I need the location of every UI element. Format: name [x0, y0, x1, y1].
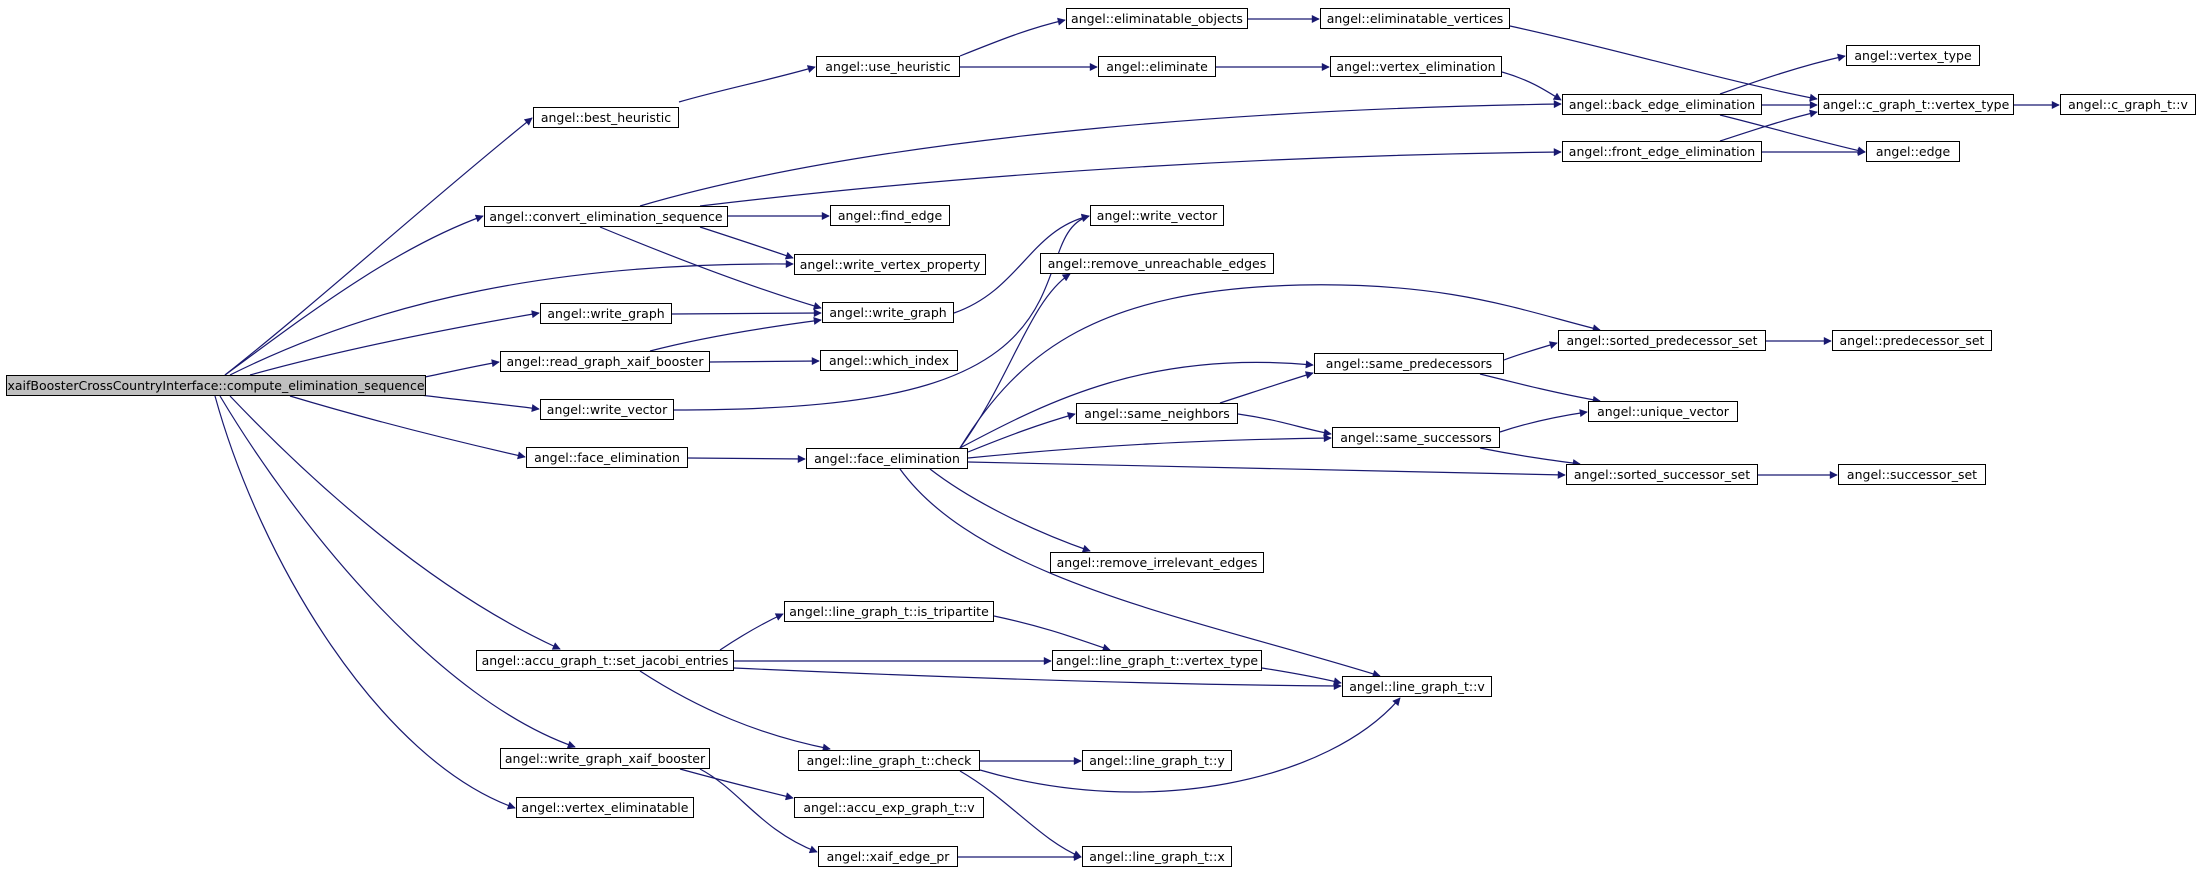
node-same-predecessors[interactable]: angel::same_predecessors	[1314, 353, 1504, 374]
node-eliminate[interactable]: angel::eliminate	[1098, 56, 1216, 77]
node-vertex-type[interactable]: angel::vertex_type	[1846, 45, 1980, 66]
edge-face-mid-sorted-successor	[967, 461, 1566, 479]
node-convert-elimination-sequence[interactable]: angel::convert_elimination_sequence	[484, 206, 728, 227]
node-face-elimination-left[interactable]: angel::face_elimination	[526, 447, 688, 468]
node-write-graph-mid[interactable]: angel::write_graph	[822, 302, 954, 323]
edge-face-mid-sorted-pred	[959, 284, 1601, 449]
node-back-edge-elimination[interactable]: angel::back_edge_elimination	[1562, 94, 1762, 115]
edge-root-face-elim-left	[289, 395, 526, 460]
node-write-graph-left[interactable]: angel::write_graph	[540, 303, 672, 324]
edge-root-write-vector-left	[419, 394, 540, 413]
edge-convert-back-edge	[639, 100, 1562, 207]
edge-back-edge-vertex-type	[1719, 53, 1846, 95]
node-eliminatable-vertices[interactable]: angel::eliminatable_vertices	[1320, 8, 1510, 29]
node-best-heuristic[interactable]: angel::best_heuristic	[533, 107, 679, 128]
edge-convert-write-graph-mid	[599, 226, 822, 310]
edge-write-graph-xaif-xaif-edge	[699, 768, 818, 854]
node-vertex-elimination[interactable]: angel::vertex_elimination	[1330, 56, 1502, 77]
node-line-graph-check[interactable]: angel::line_graph_t::check	[798, 750, 980, 771]
edge-convert-write-vertex-property	[699, 226, 794, 260]
edge-convert-front-edge	[699, 148, 1562, 207]
node-xaif-edge-pr[interactable]: angel::xaif_edge_pr	[818, 846, 958, 867]
edge-face-mid-same-neighbors	[967, 412, 1076, 453]
edge-read-graph-write-graph-mid	[649, 316, 822, 352]
edge-root-convert	[224, 214, 484, 376]
edge-front-edge-cgraph-vt	[1719, 109, 1818, 142]
edge-same-successors-sorted-successor	[1479, 447, 1581, 468]
edge-face-mid-line-graph-v	[899, 468, 1381, 678]
edge-is-tripartite-line-vertex-type	[993, 615, 1111, 652]
edge-set-jacobi-line-v	[733, 667, 1342, 690]
edge-write-vector-left-write-vector-top	[673, 214, 1090, 411]
node-unique-vector[interactable]: angel::unique_vector	[1588, 401, 1738, 422]
node-predecessor-set[interactable]: angel::predecessor_set	[1832, 330, 1992, 351]
node-root[interactable]: xaifBoosterCrossCountryInterface::comput…	[6, 375, 426, 396]
node-line-graph-y[interactable]: angel::line_graph_t::y	[1082, 750, 1232, 771]
edge-write-graph-xaif-accu-exp	[679, 768, 794, 801]
edge-root-set-jacobi	[229, 395, 561, 650]
edge-same-pred-unique-vector	[1479, 373, 1601, 404]
node-find-edge[interactable]: angel::find_edge	[830, 205, 950, 226]
edge-face-left-face-mid	[687, 454, 806, 463]
node-write-vector-left[interactable]: angel::write_vector	[540, 399, 674, 420]
node-front-edge-elimination[interactable]: angel::front_edge_elimination	[1562, 141, 1762, 162]
node-face-elimination-mid[interactable]: angel::face_elimination	[806, 448, 968, 469]
edge-check-line-x	[959, 770, 1082, 858]
edge-root-read-graph	[419, 359, 500, 379]
node-line-graph-v[interactable]: angel::line_graph_t::v	[1342, 676, 1492, 697]
edge-vertex-elim-back-edge	[1501, 71, 1562, 101]
node-vertex-eliminatable[interactable]: angel::vertex_eliminatable	[516, 797, 694, 818]
node-write-graph-xaif-booster[interactable]: angel::write_graph_xaif_booster	[500, 748, 710, 769]
node-successor-set[interactable]: angel::successor_set	[1838, 464, 1986, 485]
node-write-vertex-property[interactable]: angel::write_vertex_property	[794, 254, 986, 275]
edge-write-graph-left-mid	[671, 309, 822, 318]
edge-same-successors-unique-vector	[1499, 409, 1588, 433]
node-eliminatable-objects[interactable]: angel::eliminatable_objects	[1066, 8, 1248, 29]
node-use-heuristic[interactable]: angel::use_heuristic	[816, 56, 960, 77]
node-same-neighbors[interactable]: angel::same_neighbors	[1076, 403, 1238, 424]
node-sorted-predecessor-set[interactable]: angel::sorted_predecessor_set	[1558, 330, 1766, 351]
node-which-index[interactable]: angel::which_index	[820, 350, 958, 371]
node-set-jacobi-entries[interactable]: angel::accu_graph_t::set_jacobi_entries	[476, 650, 734, 671]
edge-root-write-graph-xaif	[219, 395, 576, 749]
node-read-graph-xaif-booster[interactable]: angel::read_graph_xaif_booster	[500, 351, 710, 372]
edge-same-neighbors-same-pred	[1219, 371, 1314, 404]
edge-set-jacobi-is-tripartite	[719, 613, 784, 651]
node-line-graph-vertex-type[interactable]: angel::line_graph_t::vertex_type	[1052, 650, 1262, 671]
node-remove-irrelevant-edges[interactable]: angel::remove_irrelevant_edges	[1050, 552, 1264, 573]
edge-back-edge-edge	[1719, 114, 1866, 155]
node-c-graph-v[interactable]: angel::c_graph_t::v	[2060, 94, 2196, 115]
node-c-graph-vertex-type[interactable]: angel::c_graph_t::vertex_type	[1818, 94, 2014, 115]
edge-root-write-graph-left	[249, 310, 540, 376]
edge-face-mid-same-successors	[967, 434, 1332, 459]
node-sorted-successor-set[interactable]: angel::sorted_successor_set	[1566, 464, 1758, 485]
edge-face-mid-remove-irrelevant	[929, 468, 1091, 553]
node-remove-unreachable-edges[interactable]: angel::remove_unreachable_edges	[1040, 253, 1274, 274]
node-is-tripartite[interactable]: angel::line_graph_t::is_tripartite	[784, 601, 994, 622]
edge-same-neighbors-same-successors	[1237, 413, 1332, 437]
edge-elim-vertices-cgraph-vt	[1509, 25, 1818, 102]
node-same-successors[interactable]: angel::same_successors	[1332, 427, 1500, 448]
edge-set-jacobi-check	[639, 670, 831, 752]
node-line-graph-x[interactable]: angel::line_graph_t::x	[1082, 846, 1232, 867]
edge-root-best-heuristic	[224, 117, 533, 376]
edge-write-graph-mid-write-vector-top	[953, 213, 1090, 314]
edge-root-vertex-eliminatable	[214, 395, 516, 810]
edge-face-mid-same-pred	[959, 360, 1314, 449]
node-write-vector-top[interactable]: angel::write_vector	[1090, 205, 1224, 226]
edge-check-line-v	[979, 697, 1401, 793]
edge-line-vertex-type-line-v	[1261, 667, 1342, 686]
edge-use-elim-objects	[959, 17, 1066, 57]
node-edge[interactable]: angel::edge	[1866, 141, 1960, 162]
edge-read-graph-which-index	[709, 357, 820, 366]
edge-best-use-heuristic	[678, 65, 816, 103]
node-accu-exp-graph-v[interactable]: angel::accu_exp_graph_t::v	[794, 797, 984, 818]
edge-same-pred-sorted-pred	[1503, 341, 1558, 361]
